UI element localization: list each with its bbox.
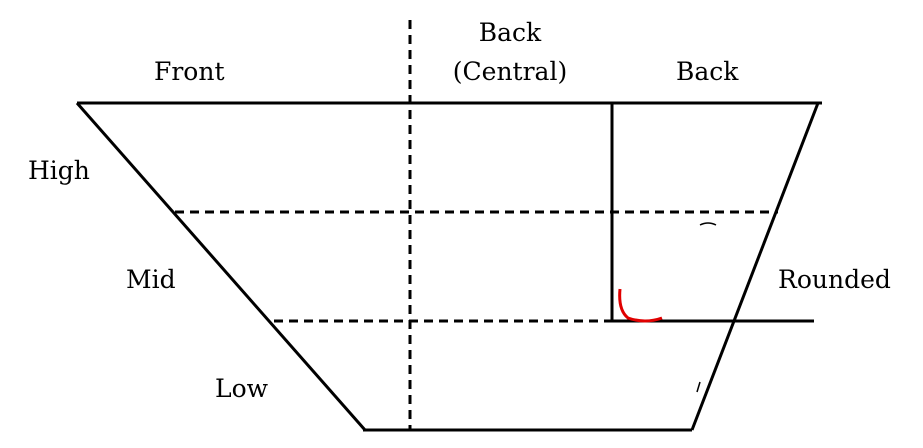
low-label: Low xyxy=(215,374,269,403)
red-corner-mark xyxy=(618,288,663,323)
back-central-label-line1: Back xyxy=(478,18,542,47)
small-arc-mark xyxy=(699,222,717,226)
back-central-label-line2: (Central) xyxy=(452,57,568,86)
front-label: Front xyxy=(154,57,225,86)
mid-label: Mid xyxy=(126,265,176,294)
right-edge xyxy=(690,102,820,431)
back-label: Back xyxy=(676,57,739,86)
small-tick-mark xyxy=(696,381,701,393)
high-label: High xyxy=(28,156,90,185)
left-edge xyxy=(75,102,367,431)
rounded-label: Rounded xyxy=(778,265,891,294)
